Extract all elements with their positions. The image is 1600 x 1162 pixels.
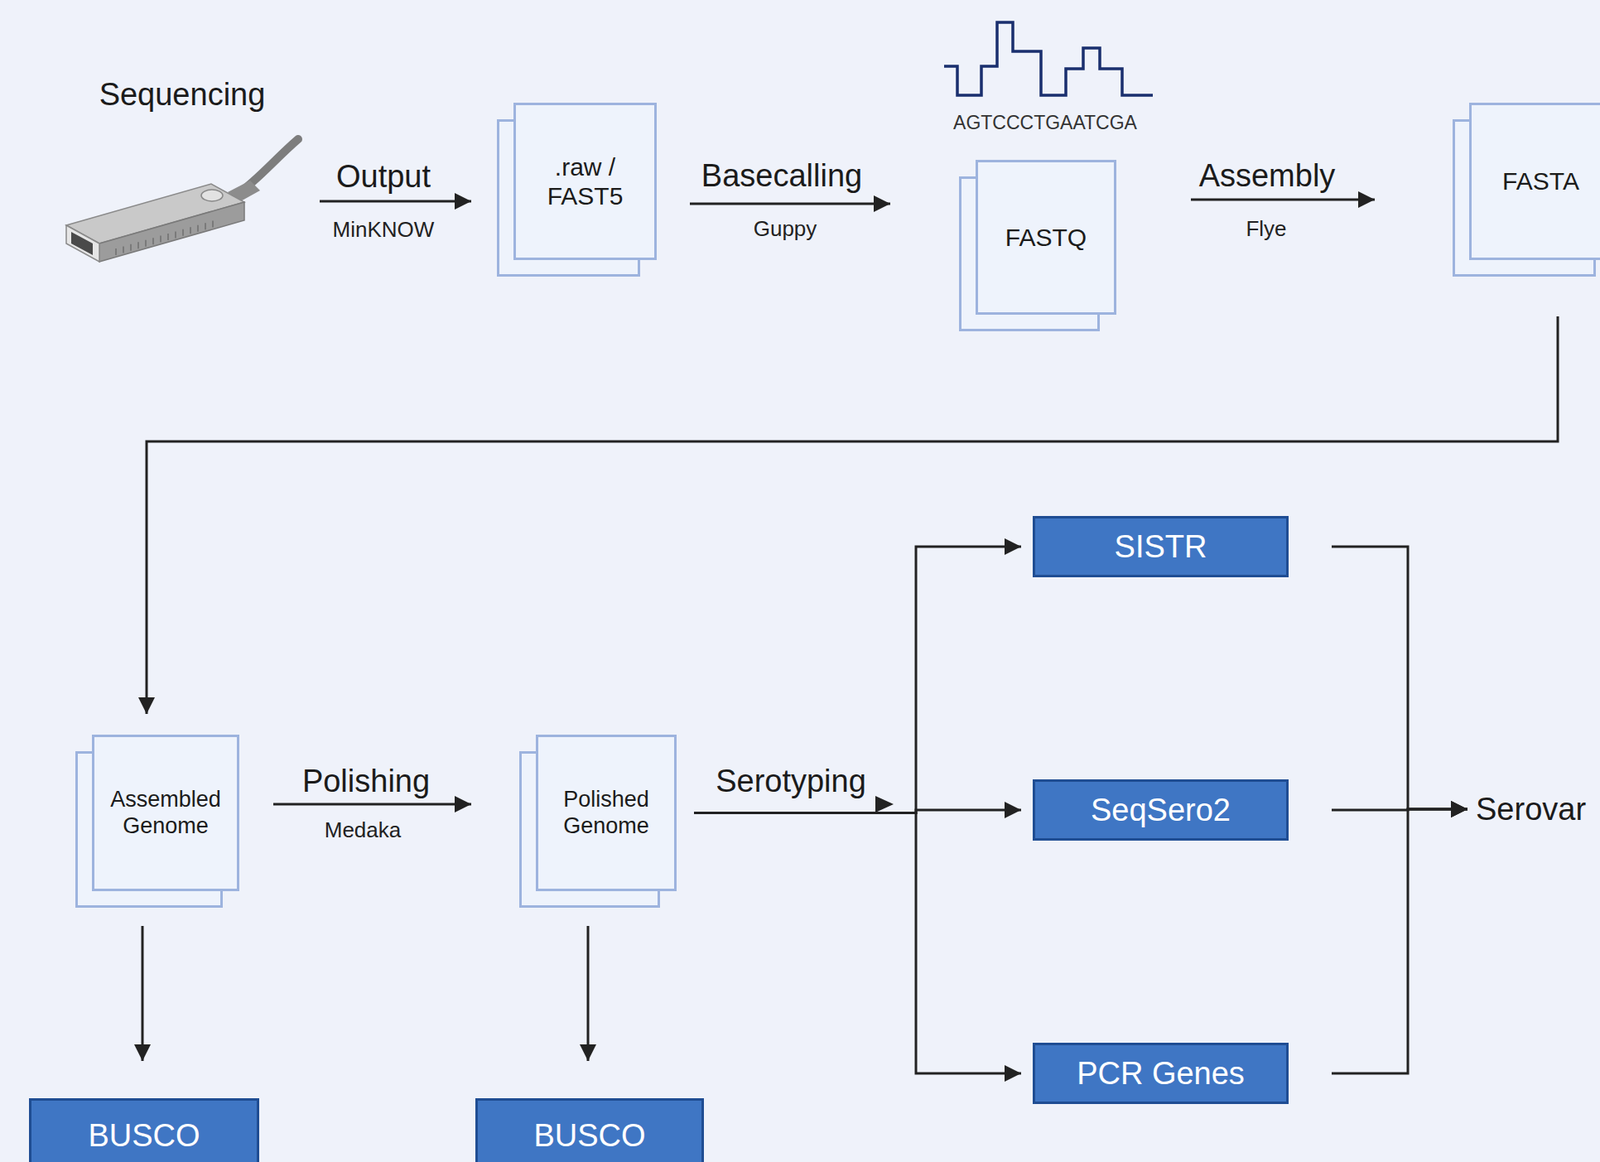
step-label: Serotyping bbox=[713, 763, 869, 800]
file-name: FASTA bbox=[1502, 166, 1580, 196]
tool-name: Medaka bbox=[322, 817, 405, 844]
device-rib bbox=[144, 240, 147, 247]
result-text: Serovar bbox=[1475, 790, 1586, 829]
file-sheet: Assembled Genome bbox=[91, 734, 240, 892]
device-rib bbox=[167, 233, 169, 241]
step-label: Assembly bbox=[1196, 158, 1339, 194]
result-node: Serovar bbox=[1475, 786, 1596, 832]
flow-arrow bbox=[319, 200, 472, 203]
step-label: Polishing bbox=[299, 763, 433, 800]
arrow-head bbox=[875, 795, 894, 813]
tool-box: BUSCO bbox=[475, 1098, 704, 1162]
tool-name: SeqSero2 bbox=[1090, 791, 1231, 829]
device-node: Sequencing bbox=[57, 76, 307, 271]
device-rib bbox=[130, 244, 132, 251]
file-node: FASTA bbox=[1452, 102, 1600, 277]
file-name: FASTQ bbox=[1005, 222, 1087, 252]
file-sheet: FASTQ bbox=[975, 159, 1117, 315]
file-node: FASTQ bbox=[959, 159, 1117, 332]
sequence-text: AGTCCCTGAATCGA bbox=[950, 111, 1140, 135]
device-rib bbox=[204, 222, 207, 230]
flow-arrow bbox=[1190, 198, 1375, 202]
tool-name: SISTR bbox=[1114, 528, 1208, 566]
tool-box: PCR Genes bbox=[1032, 1042, 1289, 1104]
file-sheet: .raw / FAST5 bbox=[513, 102, 657, 261]
device-rib bbox=[122, 245, 125, 253]
flow-arrow bbox=[1331, 809, 1468, 1074]
device-rib bbox=[152, 237, 155, 245]
flow-arrow bbox=[273, 803, 472, 806]
flow-arrow bbox=[1331, 546, 1468, 810]
tool-name: PCR Genes bbox=[1076, 1055, 1245, 1093]
device-rib bbox=[159, 236, 162, 243]
device-rib bbox=[189, 226, 192, 234]
flow-arrow bbox=[693, 546, 1022, 814]
file-sheet: Polished Genome bbox=[535, 734, 677, 892]
tool-name: Guppy bbox=[751, 216, 820, 242]
flow-arrow bbox=[693, 813, 1022, 1075]
device-rib bbox=[115, 248, 117, 256]
tool-name: BUSCO bbox=[533, 1117, 646, 1155]
device-rib bbox=[182, 229, 184, 237]
flow-arrow bbox=[146, 316, 1558, 714]
sequencer-device bbox=[66, 139, 299, 262]
device-rib bbox=[212, 221, 214, 228]
file-node: Assembled Genome bbox=[75, 734, 240, 908]
step-label: Output bbox=[333, 159, 434, 195]
tool-name: MinKNOW bbox=[330, 216, 438, 243]
tool-box: SeqSero2 bbox=[1032, 779, 1289, 841]
signal-trace bbox=[944, 22, 1153, 96]
flow-arrow bbox=[689, 202, 891, 206]
step-label: Basecalling bbox=[698, 158, 865, 194]
flow-arrow bbox=[141, 925, 145, 1061]
flow-arrow bbox=[587, 925, 590, 1061]
tool-name: Flye bbox=[1243, 216, 1289, 242]
file-name: Polished Genome bbox=[553, 786, 660, 840]
device-rib bbox=[174, 231, 177, 238]
tool-box: BUSCO bbox=[28, 1098, 260, 1162]
device-rib bbox=[137, 241, 140, 249]
tool-name: BUSCO bbox=[87, 1117, 200, 1155]
tool-box: SISTR bbox=[1032, 515, 1289, 578]
file-node: Polished Genome bbox=[519, 734, 677, 908]
file-name: .raw / FAST5 bbox=[530, 152, 640, 212]
file-name: Assembled Genome bbox=[109, 786, 222, 840]
device-rib bbox=[197, 225, 199, 232]
file-sheet: FASTA bbox=[1469, 102, 1600, 261]
step-heading: Sequencing bbox=[57, 76, 307, 114]
file-node: .raw / FAST5 bbox=[496, 102, 657, 277]
